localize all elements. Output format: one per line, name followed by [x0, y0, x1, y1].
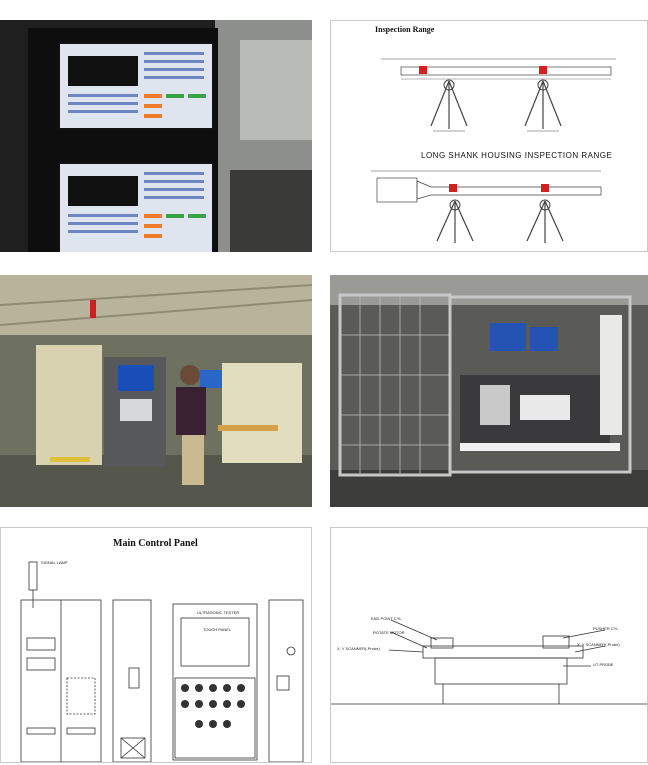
pusher-cyl-label: PUSHER CYL	[593, 626, 619, 631]
xy-scanner-right-label: X, Y SCANNER(-Probe)	[577, 642, 620, 647]
inspection-range-title: Inspection Range	[375, 25, 435, 34]
control-panel-schematic	[20, 561, 304, 762]
inspection-range-drawing: Inspection Range	[330, 20, 648, 252]
machine-enclosure-photo	[330, 275, 648, 507]
inspection-range-schematic	[371, 58, 616, 243]
hmi-monitors-photo	[0, 20, 312, 252]
machine-sideview-schematic	[331, 619, 647, 705]
signal-lamp-label: SIGNAL LAMP	[41, 560, 68, 565]
enclosure-illustration	[330, 275, 648, 507]
hmi-screen-top	[58, 42, 214, 130]
factory-floor-illustration	[0, 275, 312, 507]
machine-sideview-drawing: END POINT CYL ROTATE MOTOR X, Y SCANNER(…	[330, 527, 648, 763]
main-control-panel-drawing: Main Control Panel SIGNAL LAMP ULTRASONI…	[0, 527, 312, 763]
end-point-cyl-label: END POINT CYL	[371, 616, 402, 621]
hmi-screen-bottom	[58, 162, 214, 252]
main-control-panel-title: Main Control Panel	[113, 538, 198, 549]
touch-panel-label: TOUCH PANEL	[203, 627, 232, 632]
ut-probe-label: UT-PROBE	[593, 662, 614, 667]
ultrasonic-tester-label: ULTRASONIC TESTER	[197, 610, 240, 615]
xy-scanner-left-label: X, Y SCANNER(-Probe)	[337, 646, 380, 651]
rotate-motor-label: ROTATE MOTOR	[373, 630, 405, 635]
long-shank-heading: LONG SHANK HOUSING INSPECTION RANGE	[421, 151, 613, 160]
factory-operator-photo	[0, 275, 312, 507]
